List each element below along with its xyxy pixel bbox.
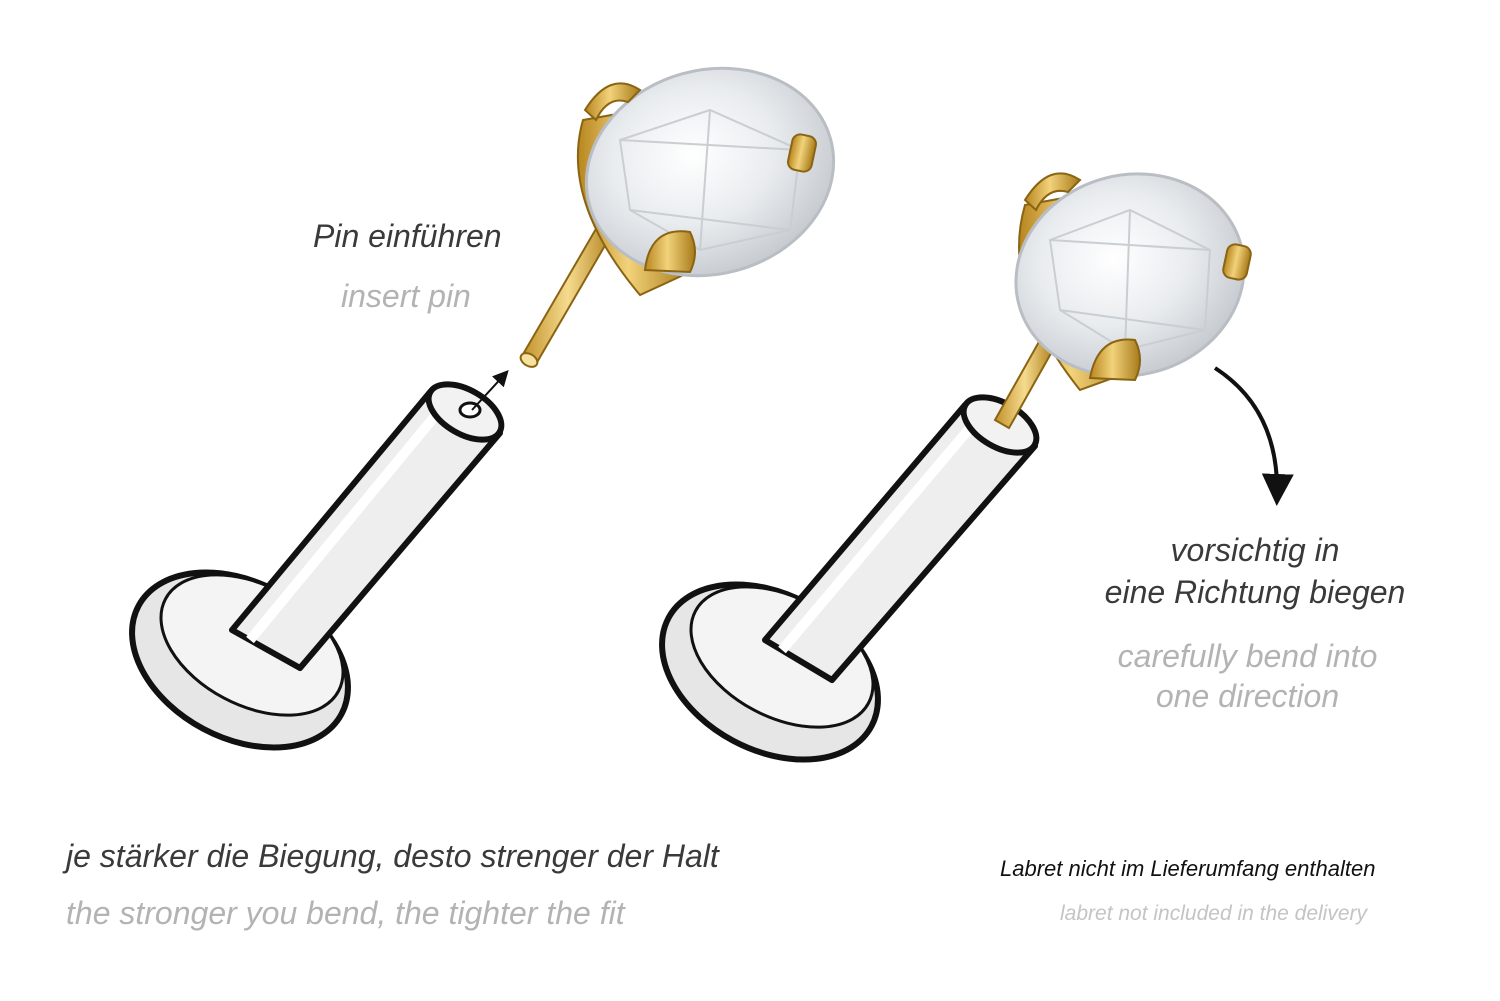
bend-label-en-line2: one direction bbox=[1155, 678, 1340, 714]
gem-top-left bbox=[519, 66, 836, 368]
insert-pin-label-de: Pin einführen bbox=[313, 218, 502, 254]
bend-arrow bbox=[1213, 366, 1294, 506]
note-label-en: labret not included in the delivery bbox=[1060, 902, 1368, 925]
bend-label-de-line1: vorsichtig in bbox=[1170, 532, 1340, 568]
insert-pin-label-en: insert pin bbox=[341, 278, 471, 314]
bend-label-de-line2: eine Richtung biegen bbox=[1104, 574, 1406, 610]
gem-top-right bbox=[993, 172, 1252, 430]
bend-label-en-line1: carefully bend into bbox=[1117, 638, 1378, 674]
strength-label-en: the stronger you bend, the tighter the f… bbox=[66, 895, 625, 931]
strength-label-de: je stärker die Biegung, desto strenger d… bbox=[66, 838, 719, 874]
labret-right bbox=[659, 394, 1040, 763]
labret-left bbox=[129, 370, 509, 751]
note-label-de: Labret nicht im Lieferumfang enthalten bbox=[1000, 856, 1376, 881]
